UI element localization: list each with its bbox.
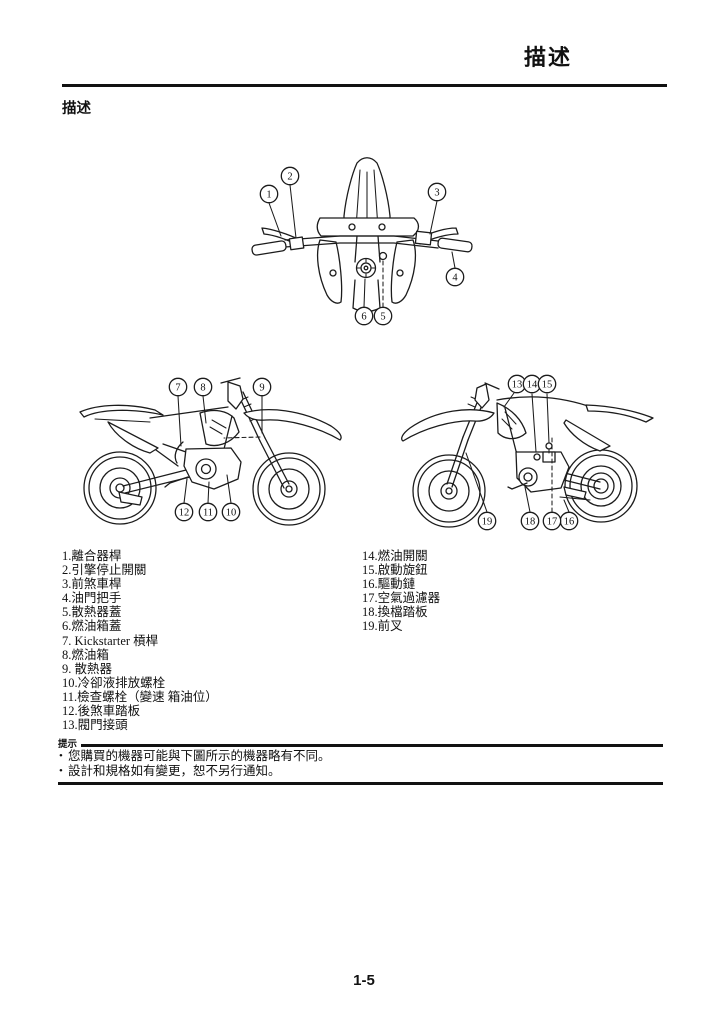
handlebar-diagram: 1 2 3 4 5 6 bbox=[251, 157, 473, 326]
svg-text:6: 6 bbox=[361, 312, 366, 323]
callout-2: 2 bbox=[280, 166, 300, 186]
parts-list-item: 12.後煞車踏板 bbox=[62, 704, 141, 719]
right-bike-leader-lines bbox=[465, 392, 570, 513]
svg-text:4: 4 bbox=[452, 273, 458, 284]
left-side-diagram: 7 8 9 10 11 12 bbox=[79, 377, 342, 526]
parts-list-left: 1.離合器桿 2.引擎停止開關 3.前煞車桿 4.油門把手 5.散熱器蓋 6.燃… bbox=[62, 549, 218, 732]
parts-list-item: 2.引擎停止開關 bbox=[62, 563, 147, 578]
parts-list-item: 10.冷卻液排放螺栓 bbox=[62, 675, 166, 690]
parts-list-item: 19.前叉 bbox=[362, 619, 403, 634]
callout-16: 16 bbox=[559, 511, 579, 531]
parts-list-item: 3.前煞車桿 bbox=[62, 577, 122, 592]
parts-list-item: 13.閥門接頭 bbox=[62, 718, 128, 733]
svg-text:15: 15 bbox=[542, 380, 553, 391]
page-number: 1-5 bbox=[353, 972, 375, 989]
parts-list-item: 16.驅動鏈 bbox=[362, 577, 416, 592]
callout-3: 3 bbox=[427, 182, 447, 202]
callout-5: 5 bbox=[373, 306, 393, 326]
section-title: 描述 bbox=[62, 101, 91, 117]
parts-list-item: 9. 散熱器 bbox=[62, 661, 113, 676]
svg-text:9: 9 bbox=[259, 383, 264, 394]
svg-text:8: 8 bbox=[200, 383, 205, 394]
callout-12: 12 bbox=[174, 502, 194, 522]
handlebar-leader-lines bbox=[268, 184, 456, 308]
callout-7: 7 bbox=[168, 377, 188, 397]
svg-text:16: 16 bbox=[564, 517, 575, 528]
svg-text:3: 3 bbox=[434, 188, 439, 199]
callout-10: 10 bbox=[221, 502, 241, 522]
parts-list-item: 6.燃油箱蓋 bbox=[62, 619, 122, 634]
note-rule-top bbox=[81, 744, 663, 747]
svg-text:10: 10 bbox=[226, 508, 237, 519]
handlebar-art bbox=[251, 157, 473, 313]
left-bike-leader-lines bbox=[177, 395, 263, 504]
note-bullet: 設計和規格如有變更，恕不另行通知。 bbox=[59, 764, 331, 779]
right-bike-art bbox=[401, 382, 654, 528]
callout-9: 9 bbox=[252, 377, 272, 397]
callout-1: 1 bbox=[259, 184, 279, 204]
parts-list-item: 18.換檔踏板 bbox=[362, 605, 428, 620]
callout-19: 19 bbox=[477, 511, 497, 531]
parts-list-item: 11.檢查螺栓（變速 箱油位） bbox=[62, 689, 218, 704]
note-bullet: 您購買的機器可能與下圖所示的機器略有不同。 bbox=[59, 749, 331, 764]
callout-18: 18 bbox=[520, 511, 540, 531]
callout-17: 17 bbox=[542, 511, 562, 531]
parts-list-item: 4.油門把手 bbox=[62, 591, 122, 606]
parts-list-item: 8.燃油箱 bbox=[62, 647, 109, 662]
right-side-diagram: 13 14 15 16 17 18 19 bbox=[401, 374, 654, 531]
parts-list-item: 1.離合器桿 bbox=[62, 549, 122, 563]
callout-8: 8 bbox=[193, 377, 213, 397]
svg-text:18: 18 bbox=[525, 517, 536, 528]
note-label: 提示 bbox=[58, 739, 78, 750]
callout-6: 6 bbox=[354, 306, 374, 326]
svg-text:1: 1 bbox=[266, 190, 271, 201]
svg-text:2: 2 bbox=[287, 172, 292, 183]
note-bullets: 您購買的機器可能與下圖所示的機器略有不同。 設計和規格如有變更，恕不另行通知。 bbox=[59, 749, 331, 778]
callout-14: 14 bbox=[522, 374, 542, 394]
parts-list-item: 5.散熱器蓋 bbox=[62, 605, 122, 620]
parts-list-item: 7. Kickstarter 槓桿 bbox=[62, 633, 159, 648]
svg-text:17: 17 bbox=[547, 517, 558, 528]
svg-text:13: 13 bbox=[512, 380, 523, 391]
svg-text:12: 12 bbox=[179, 508, 190, 519]
svg-text:19: 19 bbox=[482, 517, 493, 528]
parts-list-item: 17.空氣過濾器 bbox=[362, 591, 441, 606]
left-bike-art bbox=[79, 377, 342, 526]
callout-15: 15 bbox=[537, 374, 557, 394]
svg-text:14: 14 bbox=[527, 380, 538, 391]
svg-text:7: 7 bbox=[175, 383, 180, 394]
svg-text:5: 5 bbox=[380, 312, 385, 323]
parts-list-item: 15.啟動旋鈕 bbox=[362, 563, 428, 578]
callout-4: 4 bbox=[445, 267, 465, 287]
header-rule bbox=[62, 84, 667, 87]
callout-11: 11 bbox=[198, 502, 218, 522]
callout-13: 13 bbox=[507, 374, 527, 394]
svg-text:11: 11 bbox=[203, 508, 213, 519]
page-header-title: 描述 bbox=[524, 45, 573, 70]
parts-list-right: 14.燃油開關 15.啟動旋鈕 16.驅動鏈 17.空氣過濾器 18.換檔踏板 … bbox=[362, 549, 440, 634]
parts-list-item: 14.燃油開關 bbox=[362, 549, 428, 563]
note-rule-bottom bbox=[58, 782, 663, 785]
